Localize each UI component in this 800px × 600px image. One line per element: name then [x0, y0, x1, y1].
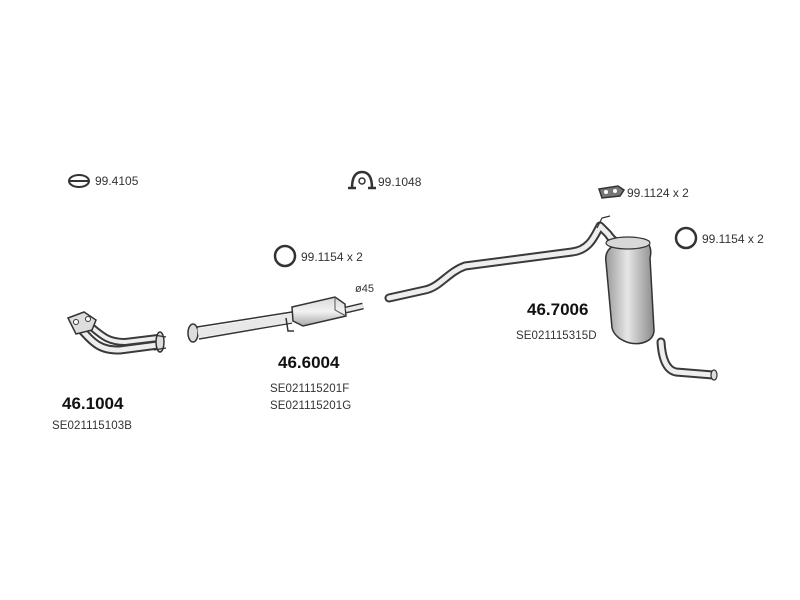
mount-rubber-label: 99.1124 x 2 [627, 186, 689, 200]
ring-label-right: 99.1154 x 2 [702, 232, 764, 246]
ring-icon-right [674, 226, 698, 250]
mount-rubber-icon [598, 185, 626, 199]
middle-silencer-code-2: SE021115201G [270, 400, 352, 412]
rear-silencer-code: SE021115315D [516, 330, 597, 342]
front-pipe-drawing [66, 311, 167, 355]
ring-icon-left [273, 244, 297, 268]
clamp-icon [348, 170, 376, 190]
diameter-label: ø45 [355, 283, 374, 295]
gasket-ring-icon [68, 174, 90, 188]
rear-silencer-number: 46.7006 [527, 300, 589, 319]
middle-silencer-code-1: SE021115201F [270, 383, 350, 395]
gasket-ring-label: 99.4105 [95, 174, 139, 188]
front-pipe-number: 46.1004 [62, 394, 124, 413]
ring-label-left: 99.1154 x 2 [301, 250, 363, 264]
middle-silencer-number: 46.6004 [278, 353, 340, 372]
clamp-label: 99.1048 [378, 175, 422, 189]
middle-silencer-drawing [187, 296, 364, 343]
rear-silencer-drawing [384, 215, 718, 381]
front-pipe-code: SE021115103B [52, 420, 133, 432]
